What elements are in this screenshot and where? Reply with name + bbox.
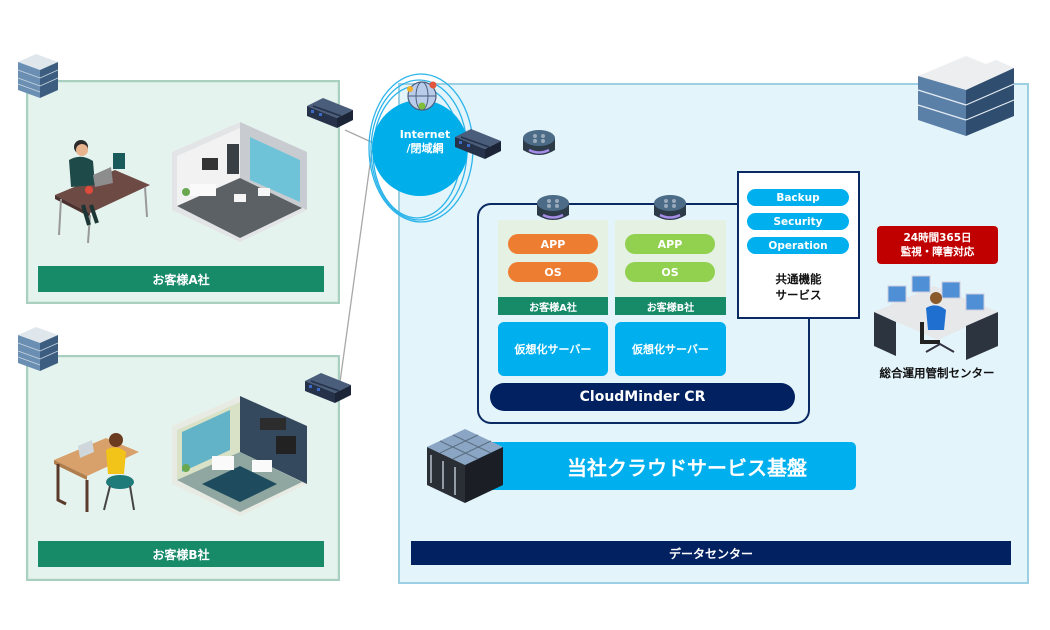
- service-security: Security: [747, 213, 849, 230]
- router-a-icon: [307, 98, 353, 128]
- datacenter-label: データセンター: [411, 541, 1011, 565]
- cloudminder-label: CloudMinder CR: [490, 383, 795, 411]
- core-switch-icon: [523, 130, 555, 155]
- router-b-icon: [305, 373, 351, 403]
- office-worker-illustration: [54, 433, 139, 512]
- service-backup: Backup: [747, 189, 849, 206]
- operator-workstation-illustration: [874, 275, 998, 360]
- tenant-b-virtual-server: 仮想化サーバー: [615, 322, 726, 376]
- tenant-a-label: お客様A社: [498, 297, 608, 315]
- office-room-illustration: [172, 122, 307, 242]
- office-room-illustration: [172, 396, 307, 516]
- tenant-a-virtual-server: 仮想化サーバー: [498, 322, 608, 376]
- office-building-icon: [17, 54, 59, 98]
- office-building-icon: [17, 327, 59, 371]
- tenant-b-switch-icon: [654, 195, 686, 220]
- globe-icon: [407, 81, 437, 111]
- monitoring-badge: 24時間365日 監視・障害対応: [877, 226, 998, 264]
- office-worker-illustration: [55, 140, 150, 244]
- tenant-b-os-pill: OS: [625, 262, 715, 282]
- customer-a-label: お客様A社: [38, 266, 324, 292]
- tenant-a-os-pill: OS: [508, 262, 598, 282]
- operations-center-label: 総合運用管制センター: [879, 366, 995, 380]
- cloud-platform-label: 当社クラウドサービス基盤: [478, 442, 856, 490]
- tenant-b-app-pill: APP: [625, 234, 715, 254]
- customer-b-label: お客様B社: [38, 541, 324, 567]
- datacenter-building-icon: [917, 56, 1015, 136]
- internet-label: Internet /閉域網: [399, 128, 451, 155]
- tenant-a-switch-icon: [537, 195, 569, 220]
- tenant-b-panel: [615, 220, 726, 298]
- server-rack-icon: [427, 429, 503, 503]
- link-customer-b: [339, 149, 373, 383]
- service-operation: Operation: [747, 237, 849, 254]
- tenant-a-panel: [498, 220, 608, 298]
- shared-services-box: Backup Security Operation 共通機能 サービス: [737, 171, 860, 319]
- tenant-a-app-pill: APP: [508, 234, 598, 254]
- datacenter-router-icon: [455, 129, 501, 159]
- shared-services-caption: 共通機能 サービス: [775, 272, 822, 302]
- tenant-b-label: お客様B社: [615, 297, 726, 315]
